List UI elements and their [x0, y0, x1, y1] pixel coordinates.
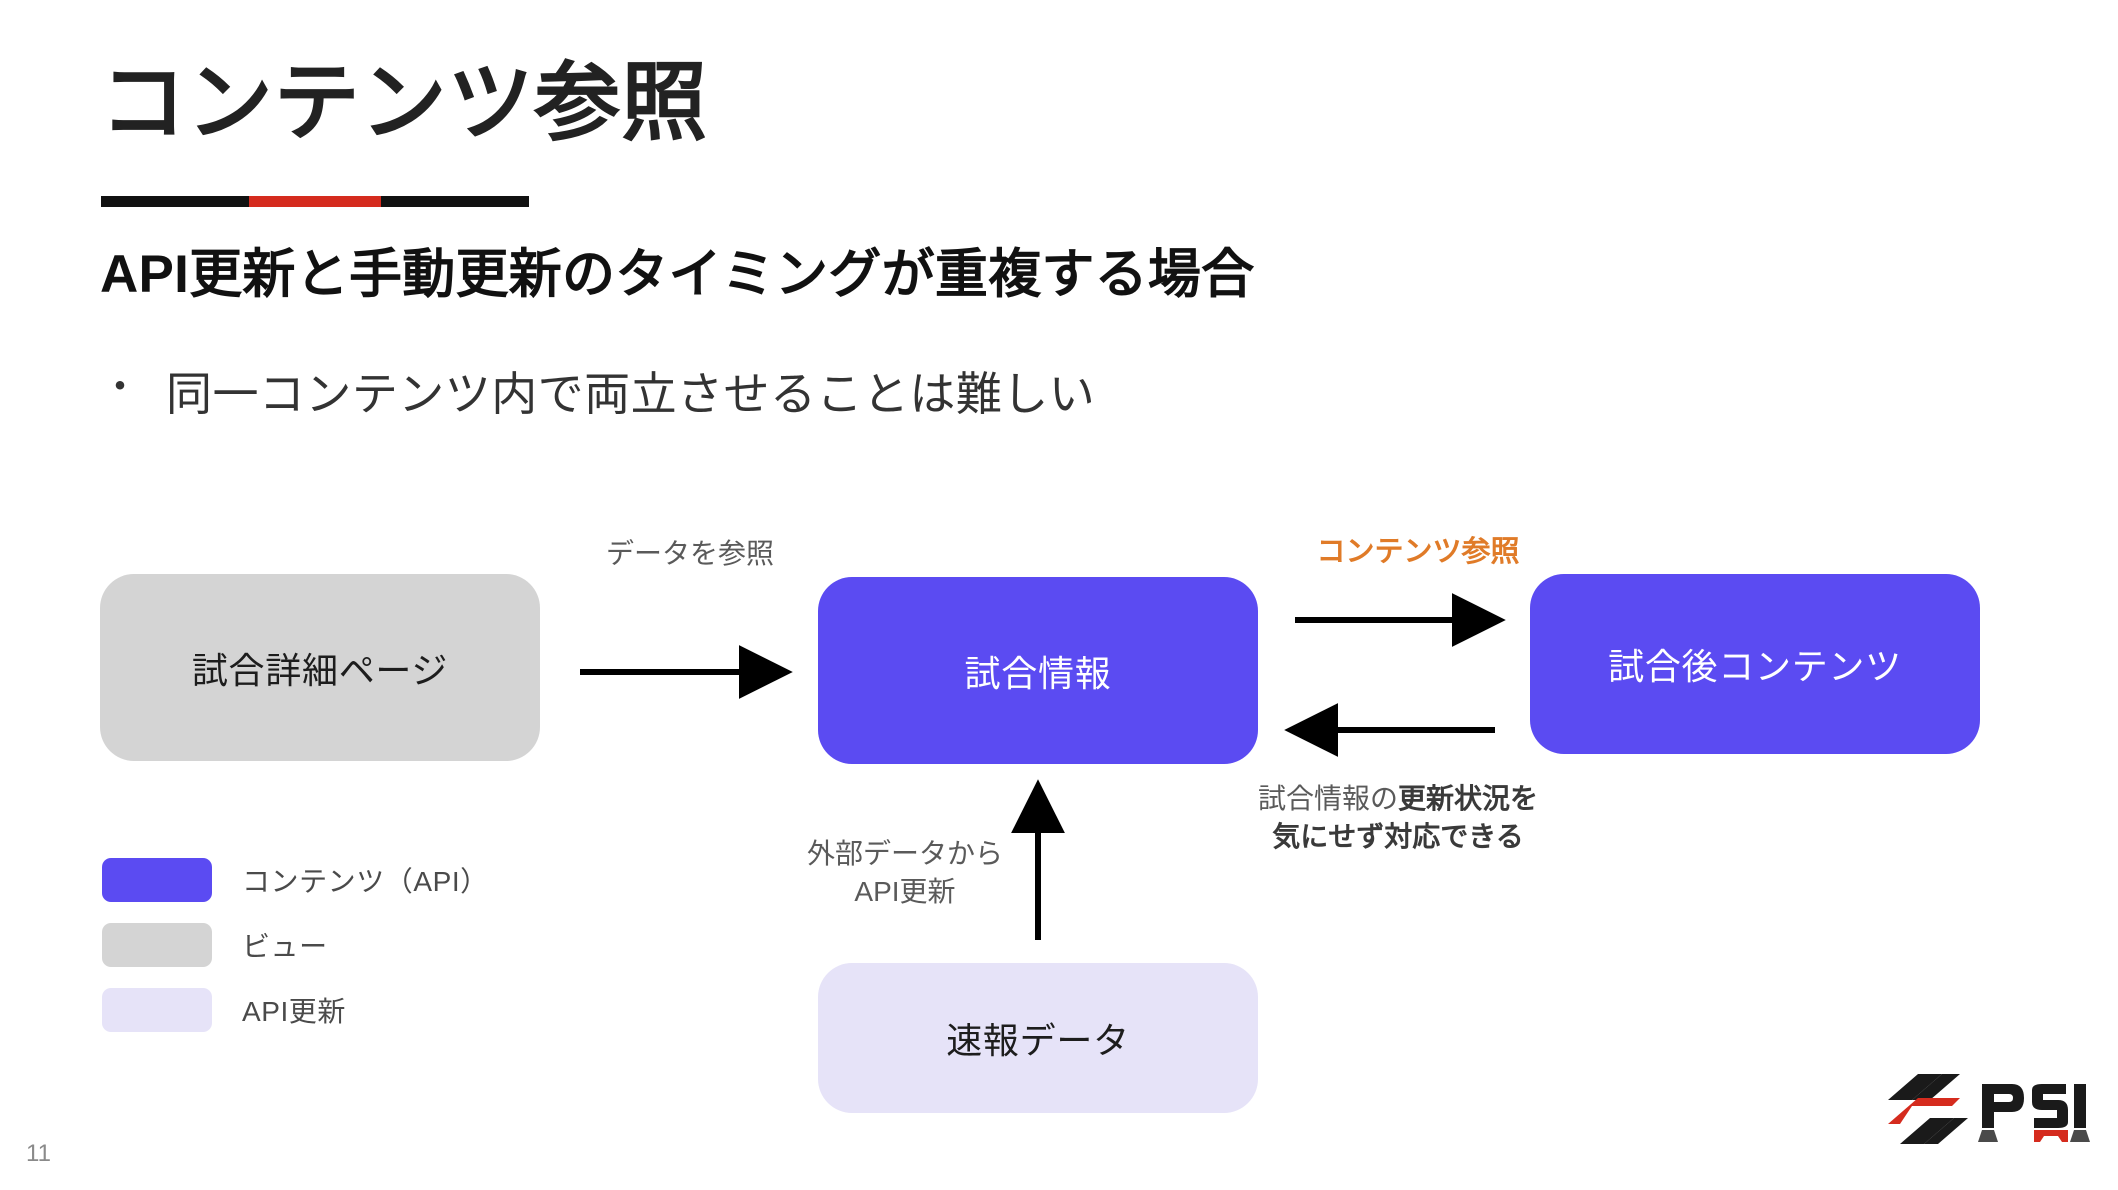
edge-label-benefit-line2-bold: 気にせず対応できる [1272, 820, 1524, 852]
edge-label-benefit-line1-bold: 更新状況を [1398, 783, 1539, 814]
legend-label-view: ビュー [242, 931, 328, 962]
rule-segment-left [101, 196, 249, 207]
edge-label-external-api-update-line1: 外部データから [806, 838, 1003, 869]
bullet-text: 同一コンテンツ内で両立させることは難しい [166, 368, 1096, 420]
edge-label-benefit-line2: 気にせず対応できる [1238, 818, 1558, 856]
edge-label-content-reference: コンテンツ参照 [1316, 536, 1520, 568]
legend-swatch-view [102, 923, 212, 967]
page-number: 11 [26, 1140, 51, 1167]
edge-label-data-reference: データを参照 [605, 538, 774, 569]
edge-label-benefit-line1: 試合情報の更新状況を [1238, 780, 1558, 818]
legend-swatch-api-update [102, 988, 212, 1032]
legend-item-api-update: API更新 [102, 988, 489, 1032]
edge-label-benefit-line1-normal: 試合情報の [1257, 783, 1398, 814]
legend-swatch-content-api [102, 858, 212, 902]
legend: コンテンツ（API） ビュー API更新 [102, 858, 489, 1032]
node-post-match-content[interactable]: 試合後コンテンツ [1530, 574, 1980, 754]
rule-segment-right [381, 196, 529, 207]
legend-item-view: ビュー [102, 923, 489, 967]
bullet-item: ・ 同一コンテンツ内で両立させることは難しい [100, 358, 1095, 424]
rule-segment-accent [249, 196, 381, 207]
edge-label-benefit: 試合情報の更新状況を 気にせず対応できる [1238, 780, 1558, 856]
bullet-dot-icon: ・ [100, 365, 140, 409]
legend-item-content-api: コンテンツ（API） [102, 858, 489, 902]
psi-logo-mark [1888, 1074, 1968, 1144]
node-match-detail-page[interactable]: 試合詳細ページ [100, 574, 540, 761]
page-title: コンテンツ参照 [100, 55, 709, 151]
psi-logo [1888, 1074, 2090, 1144]
legend-label-content-api: コンテンツ（API） [242, 866, 489, 897]
edge-label-external-api-update: 外部データから API更新 [760, 835, 1050, 911]
edge-label-external-api-update-line2: API更新 [854, 875, 956, 907]
node-match-info[interactable]: 試合情報 [818, 577, 1258, 764]
node-live-data[interactable]: 速報データ [818, 963, 1258, 1113]
title-underline-rule [101, 196, 529, 207]
legend-label-api-update: API更新 [242, 996, 346, 1027]
page-subtitle: API更新と手動更新のタイミングが重複する場合 [100, 245, 1255, 304]
psi-logo-wordmark [1978, 1084, 2090, 1142]
